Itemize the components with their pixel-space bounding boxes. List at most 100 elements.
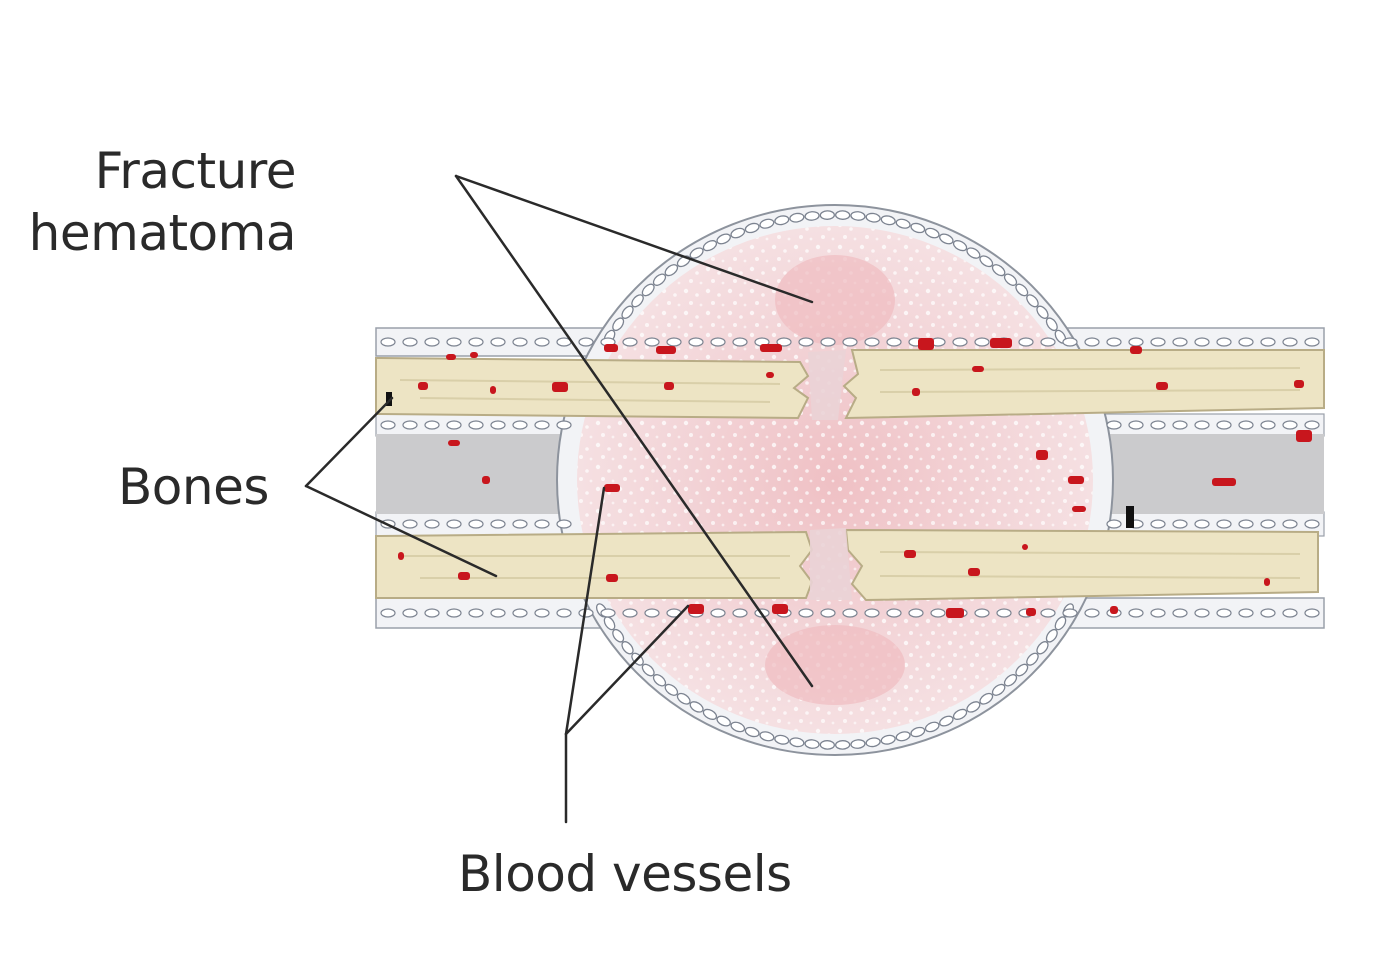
periosteal-cell: [1128, 608, 1144, 618]
periosteal-cell: [819, 210, 835, 220]
blood-vessel: [1026, 608, 1036, 616]
periosteal-cell: [1062, 337, 1078, 347]
blood-vessel: [604, 484, 620, 492]
label-bones: Bones: [118, 458, 269, 516]
periosteal-cell: [798, 608, 814, 618]
blood-vessel: [552, 382, 568, 392]
periosteal-cell: [689, 247, 704, 259]
periosteal-cell: [974, 337, 990, 347]
periosteal-cell: [842, 337, 858, 347]
periosteal-cell: [974, 608, 990, 618]
periosteal-cell: [1106, 337, 1122, 347]
periosteal-cell: [1194, 337, 1210, 347]
periosteal-cell: [666, 337, 682, 347]
blood-vessel: [1294, 380, 1304, 388]
leader-line-hematoma-lower: [454, 174, 814, 688]
blood-vessel: [766, 372, 774, 378]
periosteal-cell: [1106, 420, 1122, 430]
leader-line-vessel-hematoma: [564, 604, 690, 736]
periosteal-cell: [744, 222, 760, 234]
blood-vessel: [470, 352, 478, 358]
periosteal-cell: [631, 294, 644, 308]
periosteal-cell: [924, 721, 940, 733]
periosteal-cell: [676, 692, 691, 705]
periosteal-cell: [880, 734, 896, 745]
blood-vessel: [912, 388, 920, 396]
periosteal-cell: [641, 283, 655, 297]
periosteal-cell: [908, 608, 924, 618]
blood-vessel: [688, 604, 704, 614]
periosteal-cell: [612, 317, 625, 332]
blood-vessel: [458, 572, 470, 580]
periosteal-cell: [1003, 273, 1018, 286]
blood-vessel: [1296, 430, 1312, 442]
label-fracture-line1: Fracture: [94, 142, 297, 200]
periosteal-cell: [1026, 652, 1039, 666]
periosteal-cell: [880, 215, 896, 226]
periosteal-cell: [641, 663, 655, 677]
periosteal-cell: [1018, 337, 1034, 347]
fracture-gap: [808, 350, 852, 600]
blood-vessel-marks: [398, 338, 1312, 618]
periosteal-cell: [759, 731, 775, 742]
periosteal-cell: [776, 337, 792, 347]
blood-vessel: [1264, 578, 1270, 586]
periosteal-cell: [842, 608, 858, 618]
periosteal-cell: [1150, 337, 1166, 347]
periosteal-cell: [952, 337, 968, 347]
periosteal-cell: [930, 608, 946, 618]
periosteal-cell: [732, 608, 748, 618]
periosteal-cell: [534, 337, 550, 347]
periosteal-cell: [622, 337, 638, 347]
blood-vessel: [1068, 476, 1084, 484]
periosteal-cell: [952, 240, 968, 252]
leader-line-bone-lower: [304, 484, 498, 578]
periosteal-cell: [1260, 420, 1276, 430]
periosteal-cell: [966, 247, 981, 259]
periosteal-cell: [688, 337, 704, 347]
periosteal-cell: [865, 737, 881, 748]
periosteal-cell: [966, 701, 981, 713]
periosteal-cell: [424, 420, 440, 430]
blood-vessel: [972, 366, 984, 372]
blood-vessel: [1022, 544, 1028, 550]
leader-line-hematoma-upper: [454, 174, 814, 304]
blood-vessel: [656, 346, 676, 354]
periosteal-cell: [490, 337, 506, 347]
blood-vessel: [606, 574, 618, 582]
periosteal-cell: [1040, 337, 1056, 347]
periosteal-cell: [612, 628, 625, 643]
periosteal-cell: [979, 255, 994, 268]
periosteal-cell: [1128, 337, 1144, 347]
blood-vessel: [490, 386, 496, 394]
periosteal-cell: [774, 215, 790, 226]
periosteal-cell: [1216, 337, 1232, 347]
periosteal-cell: [710, 337, 726, 347]
periosteal-cell: [512, 420, 528, 430]
blood-vessel: [1110, 606, 1118, 614]
periosteal-cell: [490, 420, 506, 430]
periosteal-cell: [820, 337, 836, 347]
blood-vessel: [664, 382, 674, 390]
periosteal-cell: [798, 337, 814, 347]
periosteal-cell: [835, 740, 851, 750]
periosteal-cell: [1216, 420, 1232, 430]
periosteal-cell: [716, 715, 731, 727]
periosteal-cell: [804, 739, 820, 749]
periosteal-cell: [939, 715, 954, 727]
periosteal-cell: [1216, 608, 1232, 618]
periosteal-cell: [1045, 628, 1058, 643]
periosteal-cell: [1015, 663, 1029, 677]
periosteal-cell: [732, 337, 748, 347]
label-blood-vessels: Blood vessels: [458, 845, 792, 903]
blood-vessel: [760, 344, 782, 352]
periosteal-cell: [689, 701, 704, 713]
periosteal-cell: [1172, 608, 1188, 618]
periosteal-cell: [1260, 608, 1276, 618]
bone-end-marker: [1126, 506, 1134, 528]
periosteal-cell-ring: [380, 210, 1320, 750]
periosteal-cell: [1150, 519, 1166, 529]
label-fracture-hematoma: Fracture hematoma: [29, 140, 297, 264]
periosteal-cell: [1260, 337, 1276, 347]
periosteal-cell: [468, 519, 484, 529]
